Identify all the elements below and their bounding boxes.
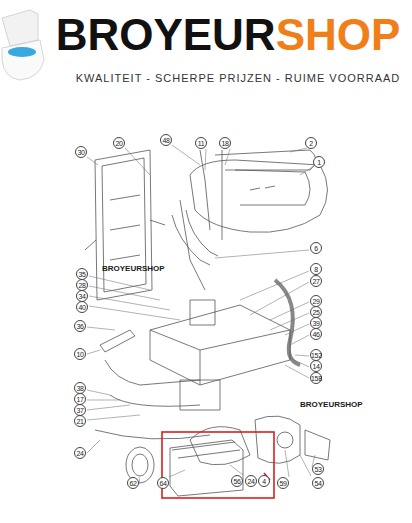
callout-number: 8 — [310, 263, 322, 275]
watermark: BROYEURSHOP — [300, 400, 363, 409]
callout-number: 40 — [76, 301, 88, 313]
callout-number: 11 — [195, 137, 207, 149]
callout-number: 10 — [74, 348, 86, 360]
leader-lines — [87, 145, 315, 483]
callout-number: 21 — [74, 415, 86, 427]
housing — [150, 300, 290, 410]
callout-number: 62 — [127, 477, 139, 489]
callout-number: 48 — [160, 134, 172, 146]
callout-number: 46 — [310, 328, 322, 340]
callout-number: 36 — [74, 320, 86, 332]
base-box — [170, 440, 243, 496]
toilet-bowl — [190, 150, 328, 232]
callout-number: 64 — [157, 477, 169, 489]
callout-number: 27 — [310, 275, 322, 287]
toilet-icon — [2, 10, 44, 80]
callout-number: 54 — [312, 477, 324, 489]
callout-number: 2 — [305, 137, 317, 149]
callout-number: 158 — [310, 372, 322, 384]
callout-number: 30 — [75, 146, 87, 158]
callout-number: 56 — [231, 475, 243, 487]
callout-number: 6 — [310, 242, 322, 254]
callout-number: 14 — [310, 360, 322, 372]
watermark: BROYEURSHOP — [102, 264, 165, 273]
callout-number: 24 — [74, 447, 86, 459]
callout-number: 59 — [277, 477, 289, 489]
brand-name: BROYEUR — [56, 12, 276, 58]
callout-number: 18 — [219, 137, 231, 149]
callout-number: 24 — [245, 475, 257, 487]
callout-number: 20 — [113, 137, 125, 149]
brand-name: SHOP — [276, 12, 401, 58]
callout-number: 4 — [258, 475, 270, 487]
pipes — [95, 150, 300, 439]
motor — [126, 416, 330, 483]
tagline: KWALITEIT - SCHERPE PRIJZEN - RUIME VOOR… — [76, 72, 401, 84]
highlight-box — [162, 432, 274, 498]
callout-number: 53 — [312, 463, 324, 475]
mounting-frame — [85, 150, 165, 300]
callout-number: 1 — [313, 156, 325, 168]
